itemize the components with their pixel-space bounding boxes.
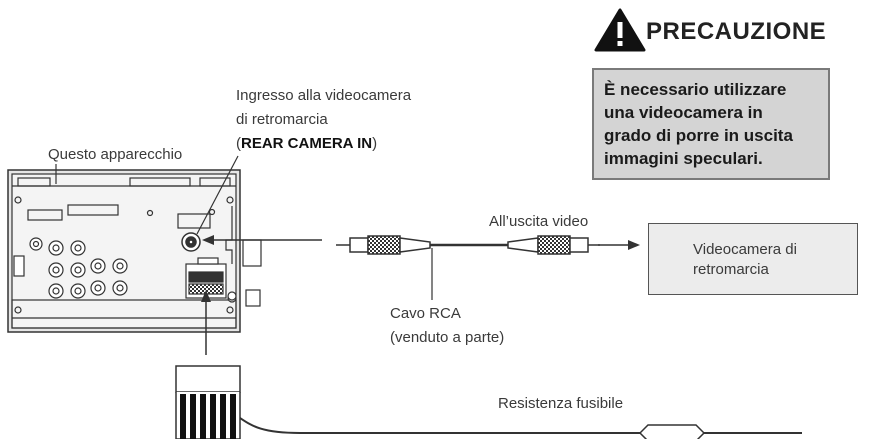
rear-camera-input-code: (REAR CAMERA IN) xyxy=(236,135,378,152)
rca-cable-label-line1: Cavo RCA xyxy=(390,305,461,322)
signal-arrow-out xyxy=(598,240,640,250)
camera-label-line1: Videocamera di xyxy=(693,241,797,258)
video-out-label: All’uscita video xyxy=(489,213,589,230)
head-unit xyxy=(7,169,241,333)
caution-line: immagini speculari. xyxy=(604,149,763,168)
rear-camera-in-jack xyxy=(181,232,201,252)
caution-box: È necessario utilizzare una videocamera … xyxy=(592,68,830,180)
camera-label-line2: retromarcia xyxy=(693,261,769,278)
rear-camera-input-label-line2: di retromarcia xyxy=(236,111,328,128)
rear-camera-box: Videocamera di retromarcia xyxy=(648,223,858,295)
harness-arrow xyxy=(201,290,211,355)
fuse-resistor-icon xyxy=(638,424,706,442)
rca-cable xyxy=(336,235,600,255)
unit-label: Questo apparecchio xyxy=(48,146,183,163)
rca-jack-array xyxy=(13,237,237,303)
harness-plug xyxy=(175,365,802,440)
caution-title: PRECAUZIONE xyxy=(646,18,827,45)
caution-line: grado di porre in uscita xyxy=(604,126,793,145)
leader-lines xyxy=(55,155,433,300)
fuse-resistor-label: Resistenza fusibile xyxy=(498,395,624,412)
rear-camera-input-code-text: REAR CAMERA IN xyxy=(241,135,373,152)
extra-connectors xyxy=(227,239,262,307)
signal-arrow-in xyxy=(202,235,322,245)
warning-triangle-icon xyxy=(594,8,646,52)
rca-cable-label-line2: (venduto a parte) xyxy=(390,329,505,346)
rear-camera-input-label-line1: Ingresso alla videocamera xyxy=(236,87,412,104)
caution-line: È necessario utilizzare xyxy=(604,80,787,99)
caution-line: una videocamera in xyxy=(604,103,763,122)
